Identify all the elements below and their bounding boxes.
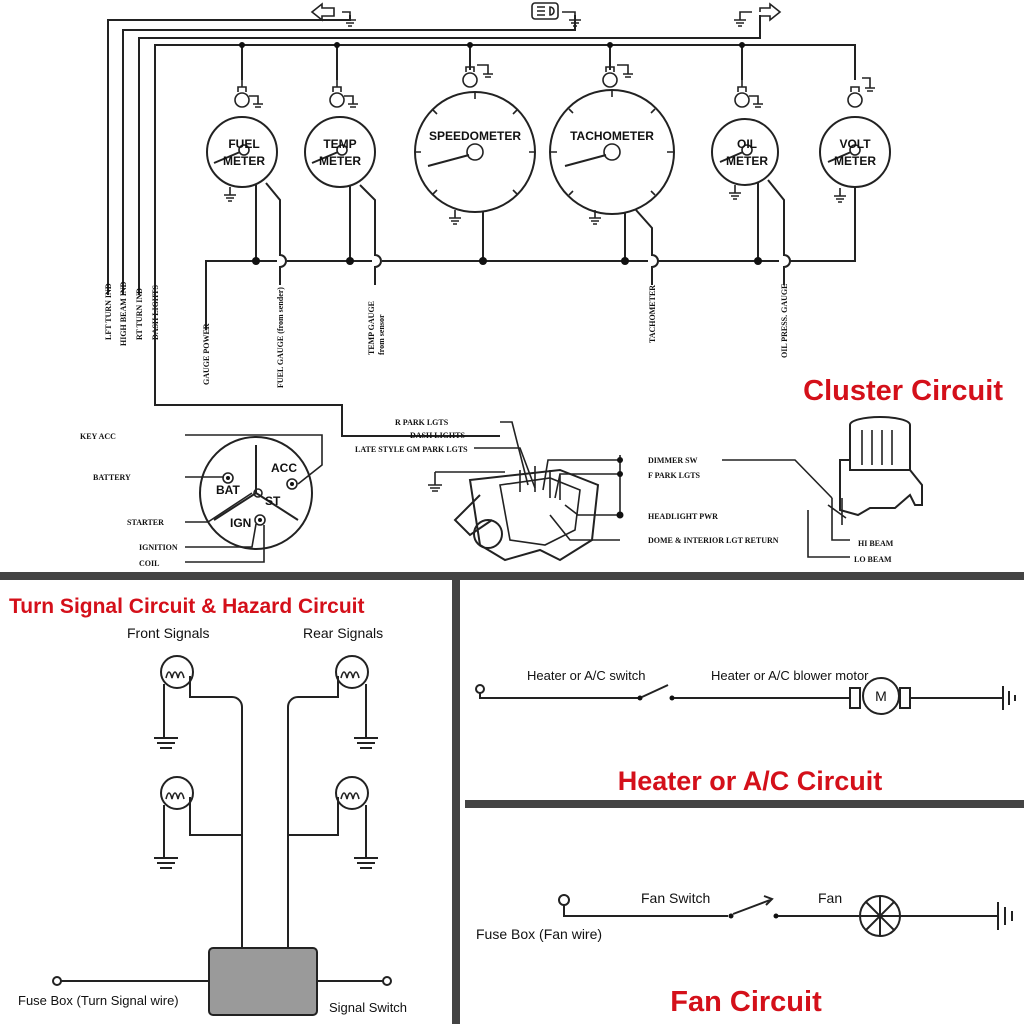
oil-label-1: OIL	[737, 137, 757, 151]
fuel-label-1: FUEL	[228, 137, 259, 151]
acc-terminal-label: ACC	[271, 461, 297, 475]
temp-gauge-sub-label: from sensor	[377, 314, 386, 355]
lamp-icon	[154, 776, 242, 869]
late-style-park-label: LATE STYLE GM PARK LGTS	[355, 445, 468, 454]
dome-return-label: DOME & INTERIOR LGT RETURN	[648, 536, 779, 545]
battery-label: BATTERY	[93, 473, 131, 482]
bulb-icon	[462, 64, 493, 88]
temp-gauge-label: TEMP GAUGE	[367, 301, 376, 355]
volt-label-1: VOLT	[839, 137, 871, 151]
heater-circuit: M	[475, 677, 1016, 715]
speedometer-label: SPEEDOMETER	[429, 129, 521, 143]
dimmer-sw-label: DIMMER SW	[648, 456, 698, 465]
ignition-switch: BAT ACC ST IGN KEY ACC BATTERY STARTER I…	[80, 432, 323, 568]
oil-meter-gauge: OIL METER	[711, 118, 779, 200]
lamp-icon	[154, 655, 243, 948]
bulb-icon	[847, 77, 875, 108]
motor-symbol: M	[875, 688, 887, 704]
lo-beam-label: LO BEAM	[854, 555, 892, 564]
fan-circuit	[558, 894, 1013, 937]
volt-label-2: METER	[834, 154, 876, 168]
headlight-switch: R PARK LGTS DASH LIGHTS LATE STYLE GM PA…	[355, 418, 779, 562]
fan-label: Fan	[818, 890, 842, 906]
high-beam-ind-label: HIGH BEAM IND	[119, 281, 128, 346]
right-turn-indicator-icon	[734, 2, 782, 27]
fan-circuit-title: Fan Circuit	[670, 986, 822, 1018]
dash-lights-wire	[154, 295, 500, 437]
flasher-relay	[52, 947, 392, 1016]
coil-label: COIL	[139, 559, 159, 568]
dash-lights-hs-label: DASH LIGHTS	[410, 431, 465, 440]
tachometer-gauge: TACHOMETER	[549, 89, 675, 225]
fuse-box-fan-label: Fuse Box (Fan wire)	[476, 926, 602, 942]
lft-turn-ind-label: LFT TURN IND	[104, 283, 113, 340]
signal-switch-label: Signal Switch	[329, 1000, 407, 1015]
gauge-bus-wires	[205, 179, 856, 330]
heater-switch-label: Heater or A/C switch	[527, 668, 646, 683]
bat-terminal-label: BAT	[216, 483, 240, 497]
temp-label-1: TEMP	[323, 137, 356, 151]
st-terminal-label: ST	[265, 494, 281, 508]
bulb-icon	[234, 80, 263, 108]
r-park-lgts-label: R PARK LGTS	[395, 418, 449, 427]
fuel-gauge-label: FUEL GAUGE (from sender)	[276, 287, 285, 388]
headlight-pwr-label: HEADLIGHT PWR	[648, 512, 718, 521]
bulb-icon	[602, 64, 633, 88]
fan-switch-label: Fan Switch	[641, 890, 710, 906]
cluster-circuit-title: Cluster Circuit	[803, 375, 1003, 407]
starter-label: STARTER	[127, 518, 164, 527]
bulb-icon	[734, 80, 763, 108]
fuse-box-turn-label: Fuse Box (Turn Signal wire)	[18, 993, 179, 1008]
fuel-meter-gauge: FUEL METER	[206, 116, 278, 202]
section-dividers	[0, 572, 1024, 1024]
high-beam-indicator-icon	[531, 2, 581, 27]
lamp-icon	[287, 655, 378, 948]
bulb-icon	[329, 80, 358, 108]
lamp-icon	[288, 776, 378, 869]
f-park-lgts-label: F PARK LGTS	[648, 471, 701, 480]
volt-meter-gauge: VOLT METER	[819, 116, 891, 203]
fuel-label-2: METER	[223, 154, 265, 168]
key-acc-label: KEY ACC	[80, 432, 116, 441]
oil-label-2: METER	[726, 154, 768, 168]
oil-press-label: OIL PRESS. GAUGE	[780, 284, 789, 358]
ignition-label: IGNITION	[139, 543, 178, 552]
turn-signal-lamps	[154, 655, 378, 948]
blower-motor-label: Heater or A/C blower motor	[711, 668, 869, 683]
left-turn-indicator-icon	[310, 2, 356, 27]
tachometer-label: TACHOMETER	[570, 129, 654, 143]
gauge-bulbs	[234, 64, 875, 108]
front-signals-label: Front Signals	[127, 625, 209, 641]
rt-turn-ind-label: RT TURN IND	[135, 288, 144, 340]
speedometer-gauge: SPEEDOMETER	[414, 91, 536, 225]
gauge-power-label: GAUGE POWER	[202, 323, 211, 385]
temp-label-2: METER	[319, 154, 361, 168]
tachometer-wire-label: TACHOMETER	[648, 285, 657, 343]
heater-circuit-title: Heater or A/C Circuit	[618, 766, 883, 796]
rear-signals-label: Rear Signals	[303, 625, 383, 641]
hi-beam-label: HI BEAM	[858, 539, 894, 548]
ign-terminal-label: IGN	[230, 516, 251, 530]
turn-signal-title: Turn Signal Circuit & Hazard Circuit	[9, 595, 364, 618]
temp-meter-gauge: TEMP METER	[304, 116, 376, 188]
dimmer-switch: HI BEAM LO BEAM	[722, 416, 923, 564]
